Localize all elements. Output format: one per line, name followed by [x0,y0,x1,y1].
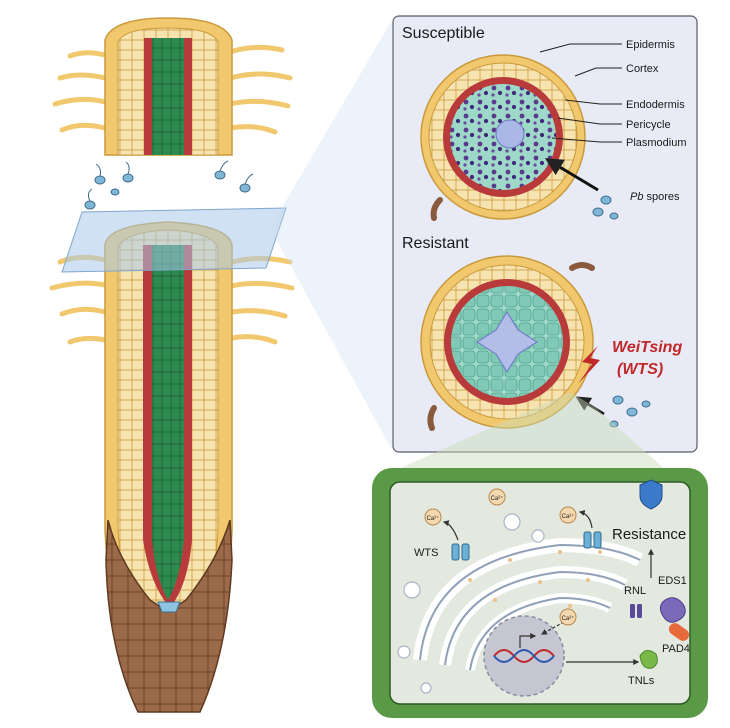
hair-infected-left [430,197,443,221]
cross-section-plane [61,207,287,273]
eds1-label: EDS1 [658,575,687,587]
spore-flagella-left [87,160,254,202]
pad4-protein-icon [668,623,690,641]
root-top-segment [52,17,293,156]
ca-nucleus-arrow [540,621,565,635]
rnl-protein-icon [630,604,642,618]
label-cortex: Cortex [626,63,659,75]
zoom-wedge [392,392,668,472]
cell-interior [389,481,691,705]
label-plasmodium: Plasmodium [626,137,687,149]
rnl-label: RNL [624,585,646,597]
calcium-ions [424,488,577,626]
ca-label-4: Ca²⁺ [562,615,575,622]
ca-label-2: Ca²⁺ [427,515,440,522]
hair-infected-bottom [427,405,437,431]
endoplasmic-reticulum [413,537,644,671]
label-pericycle: Pericycle [626,119,671,131]
tnl-protein-icon [639,650,658,669]
spores-susceptible [592,195,619,220]
wts-label: (WTS) [617,361,663,378]
resistant-title: Resistant [402,235,469,252]
spore-invasion-arrow [544,158,599,192]
wts-channel-right [583,531,602,549]
dna-helix-icon [493,649,555,663]
susceptible-leader-lines [539,43,622,143]
eds1-protein-icon [659,597,686,623]
spores-left [84,170,251,210]
wts-cell-label: WTS [414,547,438,559]
ca-label-1: Ca²⁺ [491,495,504,502]
pad4-label: PAD4 [662,643,690,655]
susceptible-title: Susceptible [402,25,485,42]
tnls-label: TNLs [628,675,655,687]
resistant-cross-section [420,255,594,429]
ca-efflux-arrow-right [578,510,593,529]
susceptible-cross-section [420,54,586,220]
root-main [49,221,295,713]
spore-block-arrow [575,396,605,416]
label-epidermis: Epidermis [626,39,675,51]
ca-label-3: Ca²⁺ [562,513,575,520]
root-hairs-top [52,44,293,135]
spores-resistant [609,395,651,428]
weitsing-label: WeiTsing [612,339,682,356]
ca-efflux-arrow-left [442,520,459,541]
nucleus [483,615,565,697]
transcription-arrow [519,633,537,648]
label-endodermis: Endodermis [626,99,685,111]
resistance-label: Resistance [612,526,686,543]
shield-icon [639,479,663,510]
pb-spores-label: Pb spores [630,191,680,203]
wts-channel-left [451,543,470,561]
vesicles [397,513,545,694]
hair-infected-right [569,262,595,271]
projection-wedge [270,20,392,450]
